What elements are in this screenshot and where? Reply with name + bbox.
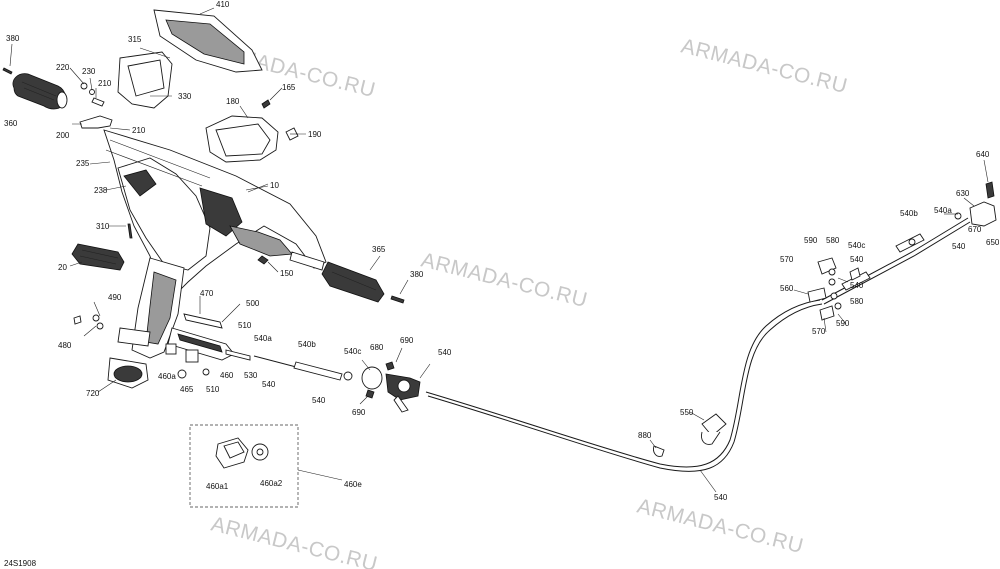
part-label: 20 — [58, 263, 67, 272]
part-label: 380 — [6, 34, 20, 43]
left-grip — [12, 73, 68, 110]
watermark: ARMADA-CO.RU — [419, 249, 590, 313]
part-label: 460e — [344, 480, 362, 489]
part-label: 580 — [850, 297, 864, 306]
part-label: 540c — [848, 241, 865, 250]
pad-20 — [71, 223, 133, 271]
part-label: 365 — [372, 245, 386, 254]
hand-guard-180 — [205, 99, 306, 163]
part-label: 360 — [4, 119, 18, 128]
part-label: 540 — [952, 242, 966, 251]
part-label: 380 — [410, 270, 424, 279]
cover-315 — [117, 47, 173, 109]
part-label: 530 — [244, 371, 258, 380]
small-parts-cluster — [69, 67, 131, 131]
part-label: 540a — [254, 334, 272, 343]
part-label: 480 — [58, 341, 72, 350]
part-label: 190 — [308, 130, 322, 139]
part-label: 650 — [986, 238, 1000, 247]
part-label: 540 — [850, 255, 864, 264]
part-label: 510 — [238, 321, 252, 330]
part-label: 540 — [850, 281, 864, 290]
part-label: 540 — [262, 380, 276, 389]
part-label: 580 — [826, 236, 840, 245]
part-label: 465 — [180, 385, 194, 394]
part-label: 230 — [82, 67, 96, 76]
watermark: ARMADA-CO.RU — [635, 495, 806, 559]
part-label: 210 — [132, 126, 146, 135]
part-label: 540 — [312, 396, 326, 405]
part-labels: 380 360 220 230 210 200 210 315 330 410 … — [4, 0, 1000, 502]
part-label: 460a2 — [260, 479, 283, 488]
part-label: 640 — [976, 150, 990, 159]
part-label: 560 — [780, 284, 794, 293]
part-label: 238 — [94, 186, 108, 195]
part-label: 590 — [836, 319, 850, 328]
part-label: 235 — [76, 159, 90, 168]
part-label: 540b — [298, 340, 316, 349]
part-label: 720 — [86, 389, 100, 398]
clamp-880 — [653, 445, 665, 457]
part-label: 150 — [280, 269, 294, 278]
cable-540 — [425, 299, 823, 472]
part-label: 540c — [344, 347, 361, 356]
part-label: 200 — [56, 131, 70, 140]
part-label: 460a1 — [206, 482, 229, 491]
part-label: 500 — [246, 299, 260, 308]
part-label: 180 — [226, 97, 240, 106]
document-id: 24S1908 — [4, 559, 37, 568]
handlebar-assembly-10 — [103, 129, 327, 295]
part-label: 570 — [780, 255, 794, 264]
detail-box-460e — [189, 424, 343, 508]
part-label: 460 — [220, 371, 234, 380]
throttle-cable-end — [253, 347, 431, 413]
part-label: 540 — [714, 493, 728, 502]
part-label: 540b — [900, 209, 918, 218]
watermark: ARMADA-CO.RU — [679, 35, 850, 99]
part-label: 315 — [128, 35, 142, 44]
part-label: 460a — [158, 372, 176, 381]
part-label: 470 — [200, 289, 214, 298]
part-label: 690 — [352, 408, 366, 417]
hose-550 — [701, 413, 727, 445]
part-label: 410 — [216, 0, 230, 9]
part-label: 540a — [934, 206, 952, 215]
part-label: 330 — [178, 92, 192, 101]
right-grip-365 — [257, 255, 405, 304]
part-label: 540 — [438, 348, 452, 357]
part-label: 590 — [804, 236, 818, 245]
part-label: 310 — [96, 222, 110, 231]
part-label: 210 — [98, 79, 112, 88]
part-label: 510 — [206, 385, 220, 394]
part-label: 220 — [56, 63, 70, 72]
screw — [2, 67, 13, 75]
watermark: ARMADA-CO.RU — [209, 513, 380, 569]
leader-lines — [9, 43, 989, 493]
part-label: 490 — [108, 293, 122, 302]
part-label: 550 — [680, 408, 694, 417]
steering-column — [107, 257, 185, 389]
linkage-assembly — [73, 296, 251, 379]
cable-adjuster-right — [793, 181, 997, 333]
part-label: 10 — [270, 181, 279, 190]
part-label: 570 — [812, 327, 826, 336]
part-label: 630 — [956, 189, 970, 198]
part-label: 165 — [282, 83, 296, 92]
upper-cover-410 — [153, 7, 263, 73]
part-label: 690 — [400, 336, 414, 345]
part-label: 680 — [370, 343, 384, 352]
part-label: 670 — [968, 225, 982, 234]
part-label: 880 — [638, 431, 652, 440]
